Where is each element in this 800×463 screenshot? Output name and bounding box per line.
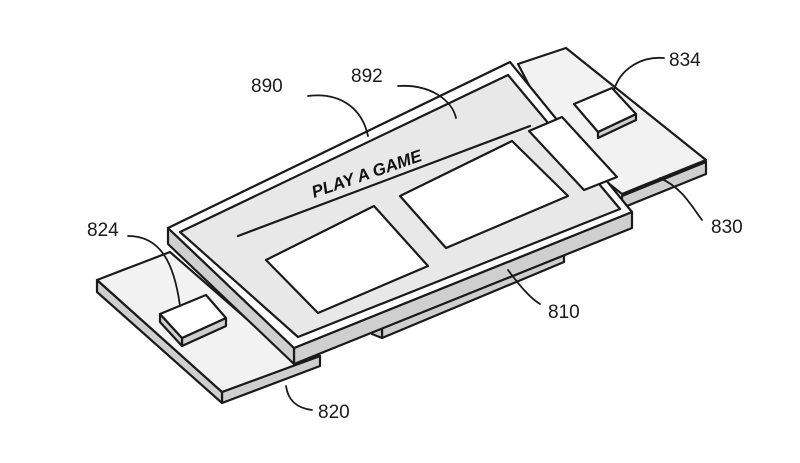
- label-890: 890: [251, 76, 283, 97]
- leader-810: [507, 269, 541, 305]
- leader-892: [397, 85, 457, 119]
- screen-divider-line: [236, 124, 532, 238]
- leader-890: [307, 94, 369, 137]
- left-pad-top: [158, 293, 228, 340]
- label-830: 830: [711, 217, 743, 238]
- leader-830: [659, 177, 703, 221]
- leader-824: [127, 235, 181, 307]
- reference-numerals: 890 892 834 830 824 810 820: [87, 50, 743, 423]
- leader-lines: [127, 57, 703, 411]
- label-892: 892: [351, 66, 383, 87]
- right-pad: [572, 86, 638, 140]
- screen-panel-center: [398, 139, 570, 250]
- screen-panel-left: [264, 204, 430, 315]
- display-device: PLAY A GAME: [166, 60, 634, 366]
- label-824: 824: [87, 220, 119, 241]
- left-pad: [158, 293, 228, 348]
- screen-panel-right: [527, 115, 619, 192]
- leader-820: [285, 385, 313, 411]
- label-810: 810: [548, 302, 580, 323]
- right-pad-top: [572, 86, 638, 134]
- label-820: 820: [318, 402, 350, 423]
- leader-834: [613, 57, 665, 91]
- label-834: 834: [669, 50, 701, 71]
